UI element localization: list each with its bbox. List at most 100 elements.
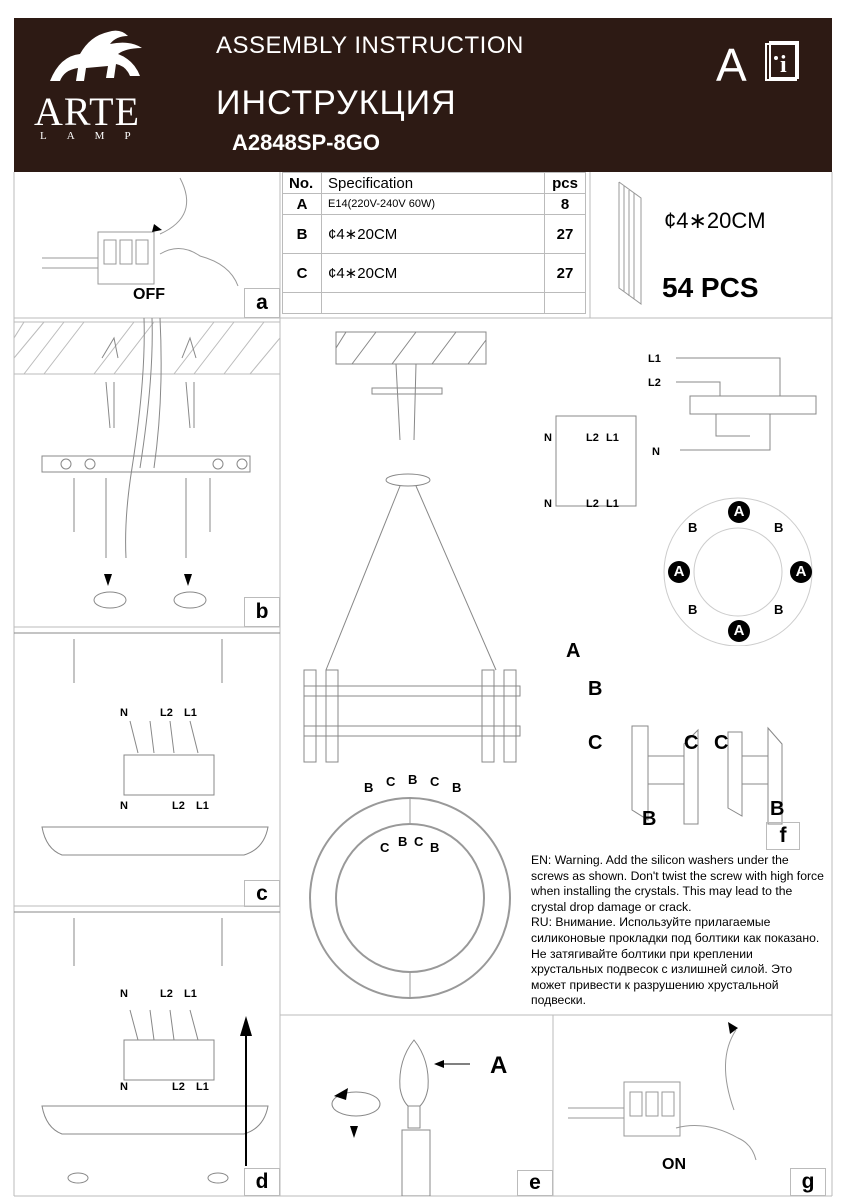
- ring-c-4: C: [414, 834, 424, 849]
- callout-b: B: [588, 678, 603, 700]
- title-ru: ИНСТРУКЦИЯ: [216, 84, 457, 122]
- e-callout-a: A: [490, 1052, 508, 1079]
- crystal-total: 54 PCS: [662, 272, 759, 303]
- wiring-diagram: [555, 357, 817, 507]
- row-pcs: 27: [544, 214, 586, 254]
- wire-n-label: N: [120, 707, 128, 719]
- table-row: [282, 292, 586, 314]
- ring-c-3: C: [380, 840, 390, 855]
- row-no: B: [282, 214, 322, 254]
- crystal-ring-top-view: [309, 797, 511, 999]
- header-spec: Specification: [321, 172, 545, 194]
- wire-l1-label-bottom: L1: [196, 800, 209, 812]
- row-pcs: 27: [544, 253, 586, 293]
- ring-b-br: B: [774, 602, 784, 617]
- l1-supply-label: L1: [648, 353, 661, 365]
- spec-table: No. Specification pcs A E14(220V-240V 60…: [282, 172, 586, 314]
- ring-b-4: B: [398, 834, 408, 849]
- header-banner: [14, 18, 832, 172]
- ring-b-tl: B: [688, 520, 698, 535]
- ring-c-1: C: [386, 774, 396, 789]
- terminal-l1-top: L1: [606, 432, 619, 444]
- mount-canopy-illustration: [14, 911, 280, 1184]
- panel-label-d: d: [244, 1168, 280, 1196]
- ring-b-bl: B: [688, 602, 698, 617]
- brand-name: ARTE: [34, 89, 141, 134]
- model-number: A2848SP-8GO: [232, 130, 380, 155]
- warning-ru: RU: Внимание. Используйте прилагаемые си…: [531, 915, 820, 1008]
- ring-b-3: B: [452, 780, 462, 795]
- ring-c-2: C: [430, 774, 440, 789]
- row-spec: E14(220V-240V 60W): [321, 193, 545, 215]
- panel-label-a: a: [244, 288, 280, 318]
- callout-c: C: [588, 732, 603, 754]
- wire-n-label-bottom: N: [120, 800, 128, 812]
- table-row: A E14(220V-240V 60W) 8: [282, 193, 586, 215]
- ring-b-1: B: [364, 780, 374, 795]
- switch-off-illustration: [42, 177, 239, 287]
- terminal-l1-bottom: L1: [606, 498, 619, 510]
- ring-a-bottom: A: [728, 620, 750, 642]
- ring-a-top: A: [728, 501, 750, 523]
- l2-supply-label: L2: [648, 377, 661, 389]
- panel-label-c: c: [244, 880, 280, 907]
- f-callout-c-1: C: [684, 732, 699, 754]
- row-no: A: [282, 193, 322, 215]
- row-no: C: [282, 253, 322, 293]
- language-letter: A: [716, 39, 747, 91]
- wire-l2-label-bottom: L2: [172, 800, 185, 812]
- header-no: No.: [282, 172, 322, 194]
- wire-l1-label: L1: [184, 707, 197, 719]
- table-row: C ¢4∗20CM 27: [282, 253, 586, 293]
- table-row: B ¢4∗20CM 27: [282, 214, 586, 254]
- terminal-n-top: N: [544, 432, 552, 444]
- panel-label-b: b: [244, 597, 280, 627]
- brand-subtitle: LAMP: [40, 130, 151, 142]
- wire-l2-label: L2: [160, 707, 173, 719]
- row-spec: ¢4∗20CM: [321, 253, 545, 293]
- on-caption: ON: [662, 1156, 686, 1173]
- ring-b-5: B: [430, 840, 440, 855]
- warning-en: EN: Warning. Add the silicon washers und…: [531, 853, 824, 914]
- terminal-n-bottom: N: [544, 498, 552, 510]
- ceiling-mount-illustration: [14, 318, 280, 609]
- crystal-size: ¢4∗20CM: [664, 208, 766, 233]
- row-spec: ¢4∗20CM: [321, 214, 545, 254]
- f-callout-b-1: B: [642, 808, 657, 830]
- svg-text:i: i: [780, 52, 787, 78]
- f-callout-c-2: C: [714, 732, 729, 754]
- switch-on-illustration: [568, 1022, 757, 1161]
- ring-a-right: A: [790, 561, 812, 583]
- row-pcs: 8: [544, 193, 586, 215]
- crystal-prism-icon: [618, 181, 642, 305]
- wire-l1-label-d: L1: [184, 988, 197, 1000]
- wiring-connection-illustration: [14, 632, 280, 856]
- title-en: ASSEMBLY INSTRUCTION: [216, 32, 524, 59]
- ring-a-left: A: [668, 561, 690, 583]
- bulb-install-illustration: [331, 1039, 470, 1196]
- f-callout-b-2: B: [770, 798, 785, 820]
- griffin-logo-icon: [50, 30, 142, 82]
- ring-b-tr: B: [774, 520, 784, 535]
- wire-l2-label-d-bottom: L2: [172, 1081, 185, 1093]
- crystal-hook-illustration: [631, 725, 783, 825]
- chandelier-assembly-illustration: [303, 331, 521, 763]
- wire-l2-label-d: L2: [160, 988, 173, 1000]
- wire-l1-label-d-bottom: L1: [196, 1081, 209, 1093]
- callout-a: A: [566, 640, 581, 662]
- crystal-position-ring: [663, 497, 813, 646]
- terminal-l2-top: L2: [586, 432, 599, 444]
- warning-text: EN: Warning. Add the silicon washers und…: [531, 853, 826, 1009]
- panel-label-e: e: [517, 1170, 553, 1196]
- n-supply-label: N: [652, 446, 660, 458]
- panel-label-g: g: [790, 1168, 826, 1196]
- ring-b-2: B: [408, 772, 418, 787]
- table-header-row: No. Specification pcs: [282, 172, 586, 194]
- header-pcs: pcs: [544, 172, 586, 194]
- panel-label-f: f: [766, 822, 800, 850]
- terminal-l2-bottom: L2: [586, 498, 599, 510]
- info-book-icon: i: [765, 41, 799, 81]
- off-caption: OFF: [133, 286, 165, 303]
- wire-n-label-d-bottom: N: [120, 1081, 128, 1093]
